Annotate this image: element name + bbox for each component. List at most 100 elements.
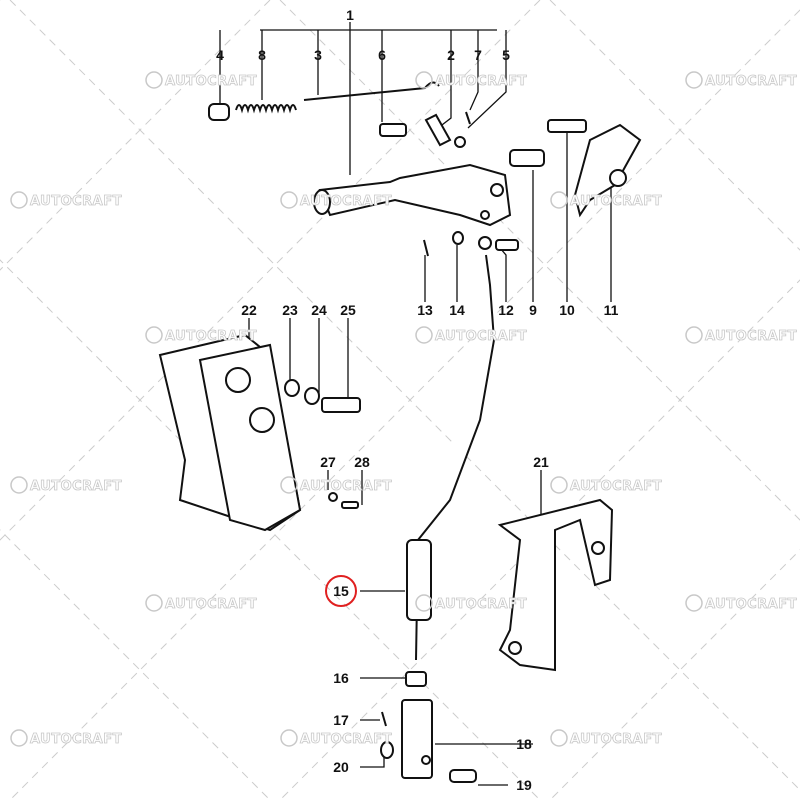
watermark-line xyxy=(0,0,271,271)
callout-2[interactable]: 2 xyxy=(447,47,455,63)
circle-logo-icon xyxy=(550,476,568,494)
part-28-screw xyxy=(341,501,359,509)
watermark-text: AUTOCRAFT xyxy=(705,597,797,612)
watermark-text: AUTOCRAFT xyxy=(570,732,662,747)
callout-21[interactable]: 21 xyxy=(533,454,549,470)
part-5-washer xyxy=(454,136,466,148)
watermark-text: AUTOCRAFT xyxy=(435,74,527,89)
watermark-text: AUTOCRAFT xyxy=(705,74,797,89)
callout-20[interactable]: 20 xyxy=(333,759,349,775)
part-21-bracket xyxy=(497,498,614,672)
callout-9[interactable]: 9 xyxy=(529,302,537,318)
part-6-pin xyxy=(379,123,407,137)
watermark-text: AUTOCRAFT xyxy=(165,329,257,344)
part-7-clip xyxy=(465,111,471,125)
watermark-text: AUTOCRAFT xyxy=(165,74,257,89)
part-1-lever xyxy=(313,163,512,227)
circle-logo-icon xyxy=(685,326,703,344)
circle-logo-icon xyxy=(145,594,163,612)
watermark-text: AUTOCRAFT xyxy=(435,597,527,612)
part-23-washer xyxy=(284,379,300,397)
circle-logo-icon xyxy=(10,191,28,209)
watermark-text: AUTOCRAFT xyxy=(435,329,527,344)
callout-24[interactable]: 24 xyxy=(311,302,327,318)
watermark-text: AUTOCRAFT xyxy=(30,732,122,747)
callout-8[interactable]: 8 xyxy=(258,47,266,63)
circle-logo-icon xyxy=(280,729,298,747)
callout-1[interactable]: 1 xyxy=(346,7,354,23)
part-2-plate xyxy=(424,113,452,147)
watermark-line xyxy=(9,9,800,800)
watermark-text: AUTOCRAFT xyxy=(300,479,392,494)
circle-logo-icon xyxy=(550,729,568,747)
part-13-cotter xyxy=(423,239,429,257)
part-9-bolt xyxy=(509,149,545,167)
watermark-line xyxy=(549,549,800,800)
callout-11[interactable]: 11 xyxy=(604,302,619,318)
callout-13[interactable]: 13 xyxy=(417,302,433,318)
callout-28[interactable]: 28 xyxy=(354,454,370,470)
callout-labels: 1 4 8 3 6 2 7 5 13 14 12 9 10 11 22 23 2… xyxy=(216,7,619,793)
callout-4[interactable]: 4 xyxy=(216,47,224,63)
callout-22[interactable]: 22 xyxy=(241,302,257,318)
part-14-washer xyxy=(452,231,464,245)
circle-logo-icon xyxy=(415,71,433,89)
watermark-text: AUTOCRAFT xyxy=(165,597,257,612)
part-11-sector xyxy=(573,123,642,218)
part-18-clevis xyxy=(401,699,433,779)
watermark-line xyxy=(0,529,271,800)
part-24-washer xyxy=(304,387,320,405)
part-4-cap xyxy=(208,103,230,121)
part-19-pin xyxy=(449,769,477,783)
part-27-nut xyxy=(328,492,338,502)
callout-14[interactable]: 14 xyxy=(449,302,465,318)
watermark-layer: AUTOCRAFT AUTOCRAFT AUTOCRAFT AUTOCRAFT AUTO… xyxy=(10,71,797,747)
callout-17[interactable]: 17 xyxy=(333,712,349,728)
callout-7[interactable]: 7 xyxy=(474,47,482,63)
callout-23[interactable]: 23 xyxy=(282,302,298,318)
circle-logo-icon xyxy=(10,476,28,494)
circle-logo-icon xyxy=(145,326,163,344)
watermark-line xyxy=(549,0,800,251)
circle-logo-icon xyxy=(280,191,298,209)
callout-16[interactable]: 16 xyxy=(333,670,349,686)
part-15-cable-rod xyxy=(406,236,496,661)
watermark-text: AUTOCRAFT xyxy=(30,479,122,494)
highlight-ring xyxy=(325,575,357,607)
callout-10[interactable]: 10 xyxy=(559,302,575,318)
part-22-bracket xyxy=(158,333,302,532)
circle-logo-icon xyxy=(550,191,568,209)
part-10-bolt xyxy=(547,119,587,133)
watermark-text: AUTOCRAFT xyxy=(30,194,122,209)
watermark-text: AUTOCRAFT xyxy=(570,194,662,209)
callout-25[interactable]: 25 xyxy=(340,302,356,318)
part-17-cotter xyxy=(381,711,387,727)
part-12-bolt xyxy=(495,239,519,251)
watermark-text: AUTOCRAFT xyxy=(705,329,797,344)
part-25-bolt xyxy=(321,397,361,413)
watermark-text: AUTOCRAFT xyxy=(300,732,392,747)
circle-logo-icon xyxy=(280,476,298,494)
part-16-nut xyxy=(405,671,427,687)
callout-3[interactable]: 3 xyxy=(314,47,322,63)
circle-logo-icon xyxy=(685,71,703,89)
watermark-text: AUTOCRAFT xyxy=(300,194,392,209)
callout-27[interactable]: 27 xyxy=(320,454,336,470)
circle-logo-icon xyxy=(145,71,163,89)
watermark-text: AUTOCRAFT xyxy=(570,479,662,494)
callout-15[interactable]: 15 xyxy=(333,583,349,599)
callout-19[interactable]: 19 xyxy=(516,777,532,793)
callout-12[interactable]: 12 xyxy=(498,302,514,318)
part-20-washer xyxy=(380,741,394,759)
callout-6[interactable]: 6 xyxy=(378,47,386,63)
circle-logo-icon xyxy=(415,326,433,344)
callout-18[interactable]: 18 xyxy=(516,736,532,752)
circle-logo-icon xyxy=(685,594,703,612)
circle-logo-icon xyxy=(10,729,28,747)
callout-5[interactable]: 5 xyxy=(502,47,510,63)
part-8-spring xyxy=(235,104,297,114)
watermark-line xyxy=(279,279,800,800)
